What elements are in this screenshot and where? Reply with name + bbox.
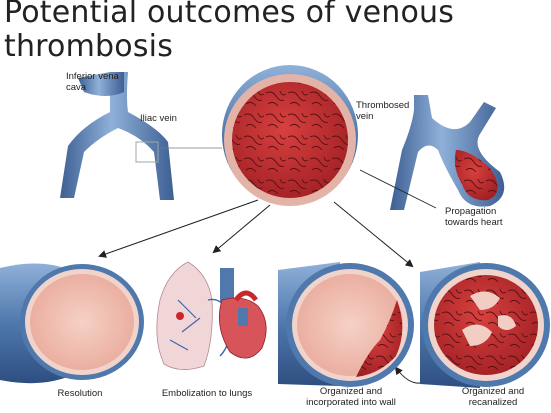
lung-icon: [156, 261, 231, 370]
label-iliac: Iliac vein: [140, 113, 177, 124]
label-organized-wall: Organized and incorporated into wall: [306, 386, 396, 408]
label-embolization: Embolization to lungs: [161, 388, 253, 399]
vessel-cross-section-icon: [222, 65, 358, 206]
heart-icon: [218, 268, 267, 359]
vein-bifurcation-thrombosed-icon: [359, 95, 505, 210]
label-recanalized: Organized and recanalized: [461, 386, 525, 408]
label-ivc: Inferior vena cava: [66, 71, 119, 93]
label-resolution: Resolution: [57, 388, 103, 399]
recanalized-cross-section: [420, 262, 550, 388]
organized-wall-cross-section: [278, 262, 414, 387]
resolution-cross-section: [0, 263, 144, 384]
vein-bifurcation-icon: [60, 72, 222, 200]
page-title: Potential outcomes of venous thrombosis: [4, 0, 455, 64]
label-thrombosed: Thrombosed vein: [356, 100, 410, 122]
label-propagation: Propagation towards heart: [445, 206, 503, 228]
